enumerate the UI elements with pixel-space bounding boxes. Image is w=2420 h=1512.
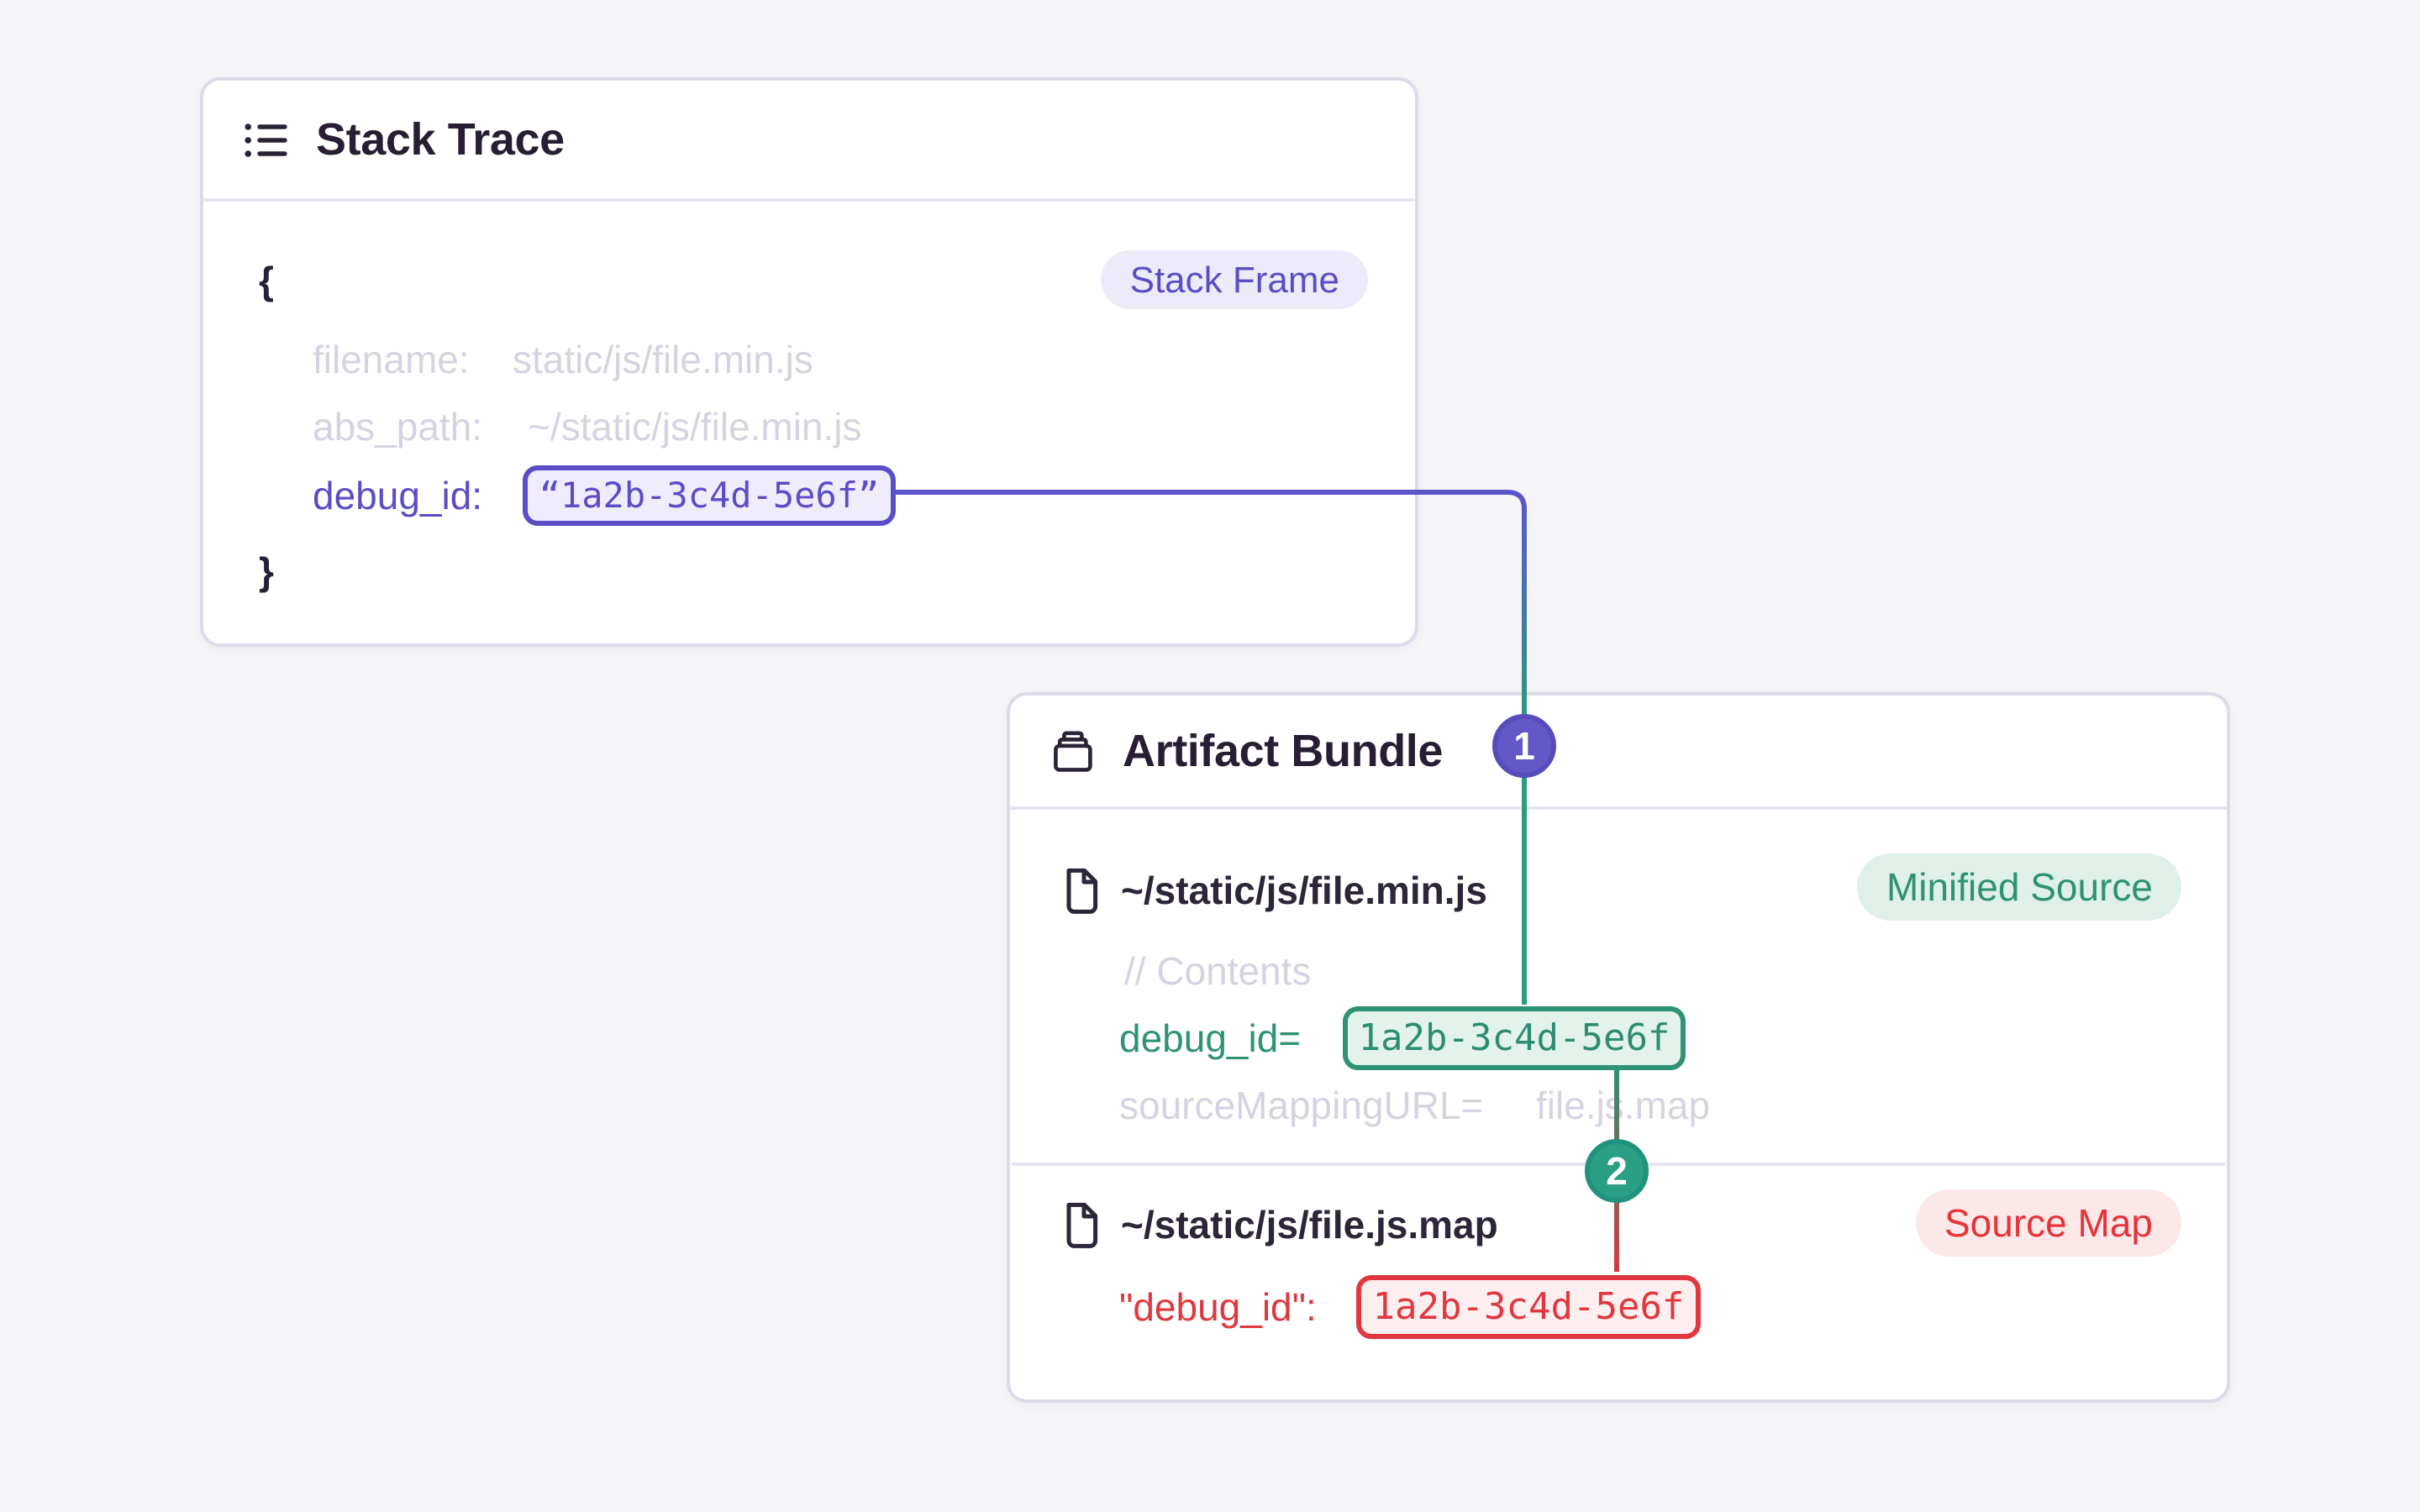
step-1-marker: 1 — [1492, 714, 1556, 778]
source-mapping-value: file.js.map — [1536, 1084, 1711, 1127]
filename-value: static/js/file.min.js — [513, 338, 813, 381]
debug-id-key: debug_id: — [313, 474, 483, 517]
minified-file-name: ~/static/js/file.min.js — [1121, 869, 1487, 912]
abs-path-key: abs_path: — [313, 405, 483, 449]
step-2-number: 2 — [1606, 1148, 1628, 1192]
file-icon — [1066, 868, 1098, 914]
artifact-bundle-header: Artifact Bundle — [1010, 696, 2227, 810]
stack-trace-title: Stack Trace — [316, 113, 565, 164]
source-mapping-key: sourceMappingURL= — [1119, 1084, 1484, 1127]
stack-frame-badge: Stack Frame — [1101, 250, 1368, 309]
bundle-debug-id-value-box: 1a2b-3c4d-5e6f — [1343, 1006, 1686, 1070]
source-map-badge: Source Map — [1915, 1189, 2181, 1257]
artifact-bundle-card: Artifact Bundle ~/static/js/file.min.js … — [1007, 692, 2230, 1403]
bundle-debug-id-key: debug_id= — [1119, 1016, 1302, 1060]
brace-open: { — [259, 259, 274, 302]
archive-stack-icon — [1054, 730, 1092, 771]
contents-comment: // Contents — [1124, 949, 1312, 993]
minified-source-badge: Minified Source — [1857, 853, 2181, 921]
step-2-marker: 2 — [1585, 1139, 1649, 1203]
stack-trace-header: Stack Trace — [203, 81, 1415, 202]
source-map-file-name: ~/static/js/file.js.map — [1121, 1203, 1498, 1247]
filename-key: filename: — [313, 338, 470, 381]
stack-trace-card: Stack Trace { Stack Frame filename: stat… — [200, 77, 1418, 647]
map-debug-id-value-box: 1a2b-3c4d-5e6f — [1356, 1275, 1701, 1339]
list-icon — [245, 123, 287, 156]
abs-path-value: ~/static/js/file.min.js — [528, 405, 862, 449]
file-icon — [1066, 1202, 1098, 1248]
map-debug-id-key: "debug_id": — [1119, 1285, 1317, 1329]
artifact-bundle-title: Artifact Bundle — [1123, 725, 1444, 775]
debug-id-value-box: “1a2b-3c4d-5e6f” — [523, 465, 896, 526]
brace-close: } — [259, 549, 274, 593]
step-1-number: 1 — [1513, 723, 1535, 767]
